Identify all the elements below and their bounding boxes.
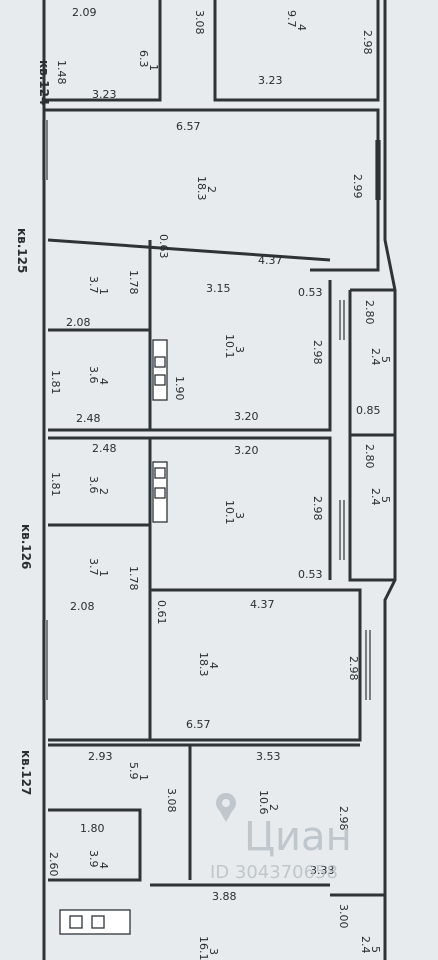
dimension: 2.48 xyxy=(76,412,101,425)
room-number: 2 xyxy=(205,186,218,193)
dimension: 0.63 xyxy=(157,234,170,259)
room-number: 2 xyxy=(267,804,280,811)
dimension: 3.20 xyxy=(234,410,259,423)
room-area: 2.4 xyxy=(369,488,382,506)
dimension: 2.80 xyxy=(363,444,376,469)
apt-label-124: кв.124 xyxy=(37,60,51,105)
dimension: 3.08 xyxy=(165,788,178,813)
dimension: 3.15 xyxy=(206,282,231,295)
room-area: 10.1 xyxy=(223,500,236,525)
dimension: 2.60 xyxy=(47,852,60,877)
dimension: 0.85 xyxy=(356,404,381,417)
room-area: 2.4 xyxy=(369,348,382,366)
room-number: 5 xyxy=(379,496,392,503)
room-number: 1 xyxy=(97,288,110,295)
room-area: 2.4 xyxy=(359,936,372,954)
dimension: 3.88 xyxy=(212,890,237,903)
windows xyxy=(42,120,381,700)
dimension: 2.98 xyxy=(337,806,350,831)
room-number: 4 xyxy=(207,662,220,669)
room-area: 3.7 xyxy=(87,558,100,576)
room-number: 1 xyxy=(137,774,150,781)
room-area: 3.6 xyxy=(87,476,100,494)
dimension: 1.78 xyxy=(127,270,140,295)
room-labels: 1 6.3 4 9.7 2 18.3 1 3.7 4 3.6 3 10.1 5 … xyxy=(87,10,392,960)
dimension: 3.00 xyxy=(337,904,350,929)
dimension: 3.23 xyxy=(258,74,283,87)
dimension: 3.20 xyxy=(234,444,259,457)
dimension: 2.09 xyxy=(72,6,97,19)
apt-label-127: кв.127 xyxy=(19,750,33,795)
room-area: 5.9 xyxy=(127,762,140,780)
room-number: 3 xyxy=(207,948,220,955)
dimension: 3.33 xyxy=(310,864,335,877)
room-number: 5 xyxy=(369,946,382,953)
apt-label-125: кв.125 xyxy=(15,228,29,273)
room-number: 2 xyxy=(97,488,110,495)
dimension: 3.53 xyxy=(256,750,281,763)
dimension: 2.80 xyxy=(363,300,376,325)
dimension: 1.78 xyxy=(127,566,140,591)
room-number: 3 xyxy=(233,346,246,353)
dimension: 0.53 xyxy=(298,568,323,581)
dimension: 0.61 xyxy=(155,600,168,625)
room-number: 4 xyxy=(97,862,110,869)
room-area: 10.1 xyxy=(223,334,236,359)
dimension: 1.90 xyxy=(173,376,186,401)
room-area: 18.3 xyxy=(197,652,210,677)
watermark: Циан ID 304370658 xyxy=(210,793,352,883)
dimension: 0.53 xyxy=(298,286,323,299)
dimension: 2.98 xyxy=(347,656,360,681)
room-number: 1 xyxy=(97,570,110,577)
dimension: 1.81 xyxy=(49,472,62,497)
dimension: 2.98 xyxy=(311,340,324,365)
dimension: 3.08 xyxy=(193,10,206,35)
dimension: 2.48 xyxy=(92,442,117,455)
dimension: 2.08 xyxy=(66,316,91,329)
dimension: 2.98 xyxy=(311,496,324,521)
room-number: 5 xyxy=(379,356,392,363)
room-area: 3.9 xyxy=(87,850,100,868)
dimension: 2.08 xyxy=(70,600,95,613)
room-area: 10.6 xyxy=(257,790,270,815)
dimension: 4.37 xyxy=(250,598,275,611)
apt-label-126: кв.126 xyxy=(19,524,33,569)
room-number: 1 xyxy=(147,64,160,71)
dimension: 6.57 xyxy=(176,120,201,133)
dimension: 6.57 xyxy=(186,718,211,731)
dimension: 1.80 xyxy=(80,822,105,835)
room-area: 6.3 xyxy=(137,50,150,68)
room-area: 3.7 xyxy=(87,276,100,294)
watermark-id: ID 304370658 xyxy=(210,862,338,883)
room-number: 4 xyxy=(97,378,110,385)
room-area: 18.3 xyxy=(195,176,208,201)
room-area: 3.6 xyxy=(87,366,100,384)
dimension: 2.93 xyxy=(88,750,113,763)
watermark-brand: Циан xyxy=(244,814,352,860)
dimension: 2.98 xyxy=(361,30,374,55)
sanitary-fixtures xyxy=(59,339,168,935)
dimension: 4.37 xyxy=(258,254,283,267)
dimension: 2.99 xyxy=(351,174,364,199)
walls xyxy=(42,0,397,960)
room-number: 3 xyxy=(233,512,246,519)
room-area: 16.1 xyxy=(197,936,210,960)
dimension-labels: 2.09 3.08 2.98 1.48 3.23 3.23 6.57 2.99 … xyxy=(47,6,381,929)
dimension: 1.81 xyxy=(49,370,62,395)
room-area: 9.7 xyxy=(285,10,298,28)
dimension: 3.23 xyxy=(92,88,117,101)
dimension: 1.48 xyxy=(55,60,68,85)
room-number: 4 xyxy=(295,24,308,31)
